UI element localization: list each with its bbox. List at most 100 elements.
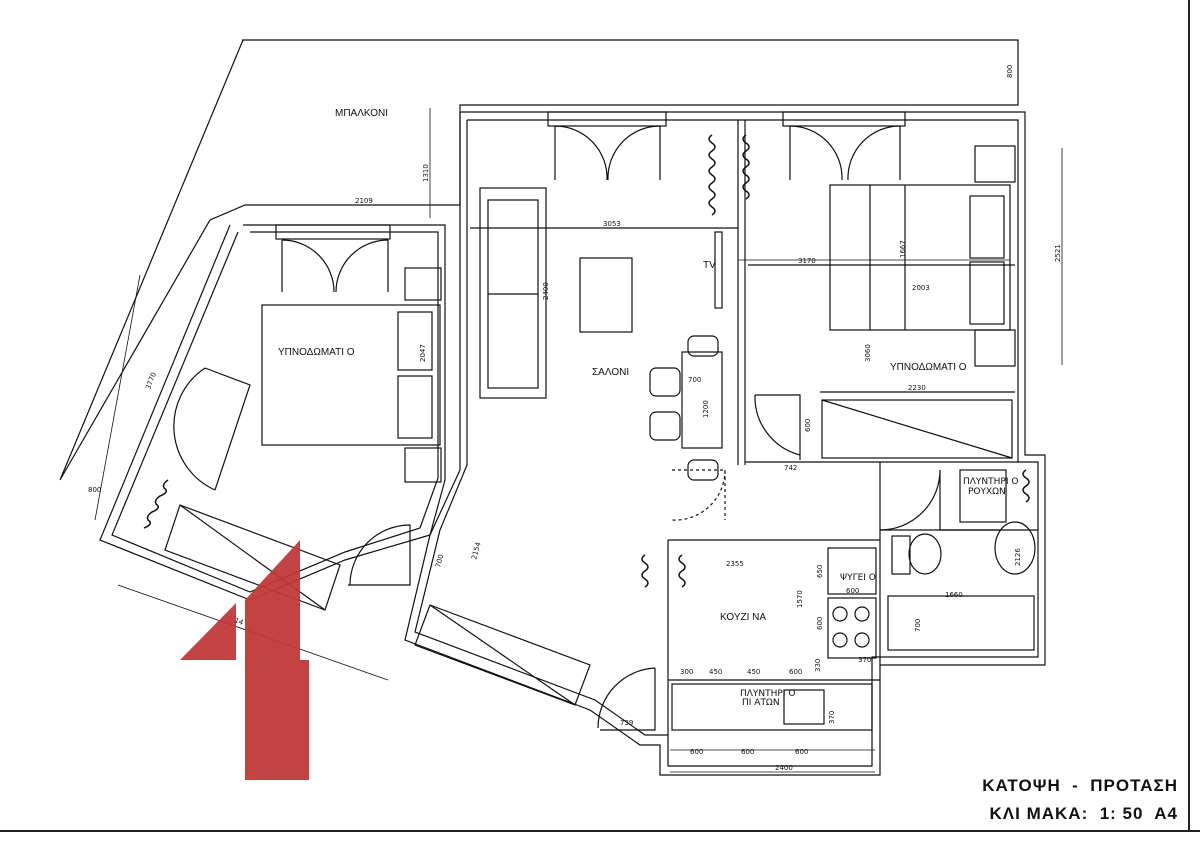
dim-1200: 1200	[702, 400, 710, 418]
dim-600-2: 600	[741, 748, 754, 756]
title-line-1: ΚΑΤΟΨΗ - ΠΡΟΤΑΣΗ	[982, 776, 1178, 795]
dim-600-fridge: 600	[846, 587, 859, 595]
wardrobe-right	[821, 399, 1013, 459]
dim-800-left: 800	[88, 486, 101, 494]
dim-600-door: 600	[804, 419, 812, 432]
dim-300: 300	[680, 668, 693, 676]
radiator	[678, 554, 686, 588]
dim-739: 739	[620, 719, 633, 727]
pillow	[969, 195, 1005, 259]
fridge	[827, 547, 877, 595]
bedroom-right-label: ΥΠΝΟΔΩΜΑΤΙ Ο	[890, 362, 967, 373]
dim-650: 650	[816, 565, 824, 578]
dim-2230: 2230	[908, 384, 926, 392]
dim-600c: 600	[789, 668, 802, 676]
bath-door	[879, 469, 1000, 531]
left-bedroom-door	[348, 524, 411, 586]
dim-330: 330	[814, 659, 822, 672]
dim-370: 370	[858, 656, 871, 664]
chair	[649, 411, 681, 441]
washbasin	[994, 521, 1036, 575]
dim-600-k: 600	[816, 617, 824, 630]
logo	[180, 540, 309, 780]
dim-700b: 700	[434, 554, 445, 569]
entrance-door	[597, 667, 656, 731]
dim-742: 742	[784, 464, 797, 472]
bedroom-door-swing	[789, 125, 901, 181]
dim-2400: 2400	[542, 282, 550, 300]
tv-label: TV	[703, 260, 716, 271]
bed-right	[829, 184, 1011, 331]
dim-450a: 450	[709, 668, 722, 676]
living-door	[671, 469, 726, 521]
dim-600-1: 600	[690, 748, 703, 756]
dim-3060: 3060	[864, 344, 872, 362]
pillow	[969, 261, 1005, 325]
outer-wall-inner	[414, 119, 1039, 767]
dim-370b: 370	[828, 711, 836, 724]
dim-700c: 700	[914, 619, 922, 632]
nightstand	[974, 145, 1016, 183]
dishwasher-label-1: ΠΛΥΝΤΗΡΙ Ο	[740, 689, 795, 699]
kitchen-label: ΚΟΥΖΙ ΝΑ	[720, 612, 766, 623]
radiator	[143, 479, 169, 529]
dim-3053: 3053	[603, 220, 621, 228]
pillow	[397, 311, 433, 371]
nightstand	[974, 329, 1016, 367]
radiator	[742, 134, 750, 200]
dim-2126: 2126	[1014, 548, 1022, 566]
chair	[687, 459, 719, 481]
dim-1570: 1570	[796, 590, 804, 608]
dim-2521: 2521	[1054, 244, 1062, 262]
dim-450b: 450	[747, 668, 760, 676]
laundry-label-1: ΠΛΥΝΤΗΡΙ Ο	[963, 477, 1018, 487]
cooktop	[827, 597, 877, 659]
dim-2355: 2355	[726, 560, 744, 568]
chair	[687, 335, 719, 357]
dishwasher-label-2: ΠΙ ΑΤΩΝ	[742, 698, 780, 708]
window-left-bedroom	[275, 224, 391, 240]
dining-table	[681, 351, 723, 449]
dim-2154: 2154	[470, 541, 482, 561]
dim-600-3: 600	[795, 748, 808, 756]
bedroom-left-label: ΥΠΝΟΔΩΜΑΤΙ Ο	[278, 347, 355, 358]
shower	[887, 595, 1035, 651]
sofa	[479, 187, 547, 399]
kitchen-counter	[671, 683, 873, 731]
radiator	[641, 554, 649, 588]
dim-3770: 3770	[144, 371, 158, 390]
frame-bottom	[0, 830, 1200, 832]
tv-unit	[714, 231, 723, 309]
pillow	[397, 375, 433, 439]
dim-1310: 1310	[422, 164, 430, 182]
frame-right	[1188, 0, 1190, 831]
window-right-bedroom	[782, 111, 906, 127]
dim-2400b: 2400	[775, 764, 793, 772]
chair	[649, 367, 681, 397]
coffee-table	[579, 257, 633, 333]
dim-2109: 2109	[355, 197, 373, 205]
washing-machine	[959, 469, 1007, 523]
dim-14: 14	[233, 616, 245, 627]
left-bedroom-wall	[99, 224, 446, 601]
title-line-2: ΚΛΙ ΜΑΚΑ: 1: 50 Α4	[989, 804, 1178, 823]
balcony-label: ΜΠΑΛΚΟΝΙ	[335, 108, 388, 119]
dim-2047: 2047	[419, 344, 427, 362]
sink	[783, 689, 825, 725]
dim-1667: 1667	[899, 240, 907, 258]
dim-1660: 1660	[945, 591, 963, 599]
left-bedroom-wall-inner	[111, 231, 439, 593]
radiator	[708, 134, 716, 216]
window-living	[547, 111, 667, 127]
wardrobe-door	[173, 367, 251, 491]
toilet	[908, 533, 942, 575]
laundry-label-2: ΡΟΥΧΩΝ	[968, 487, 1006, 497]
toilet-tank	[891, 535, 911, 575]
living-label: ΣΑΛΟΝΙ	[592, 367, 629, 378]
left-bedroom-window-swing	[281, 239, 389, 293]
radiator	[1022, 469, 1030, 503]
nightstand	[404, 267, 442, 301]
bed-left	[261, 304, 441, 446]
fridge-label: ΨΥΓΕΙ Ο	[840, 573, 876, 583]
